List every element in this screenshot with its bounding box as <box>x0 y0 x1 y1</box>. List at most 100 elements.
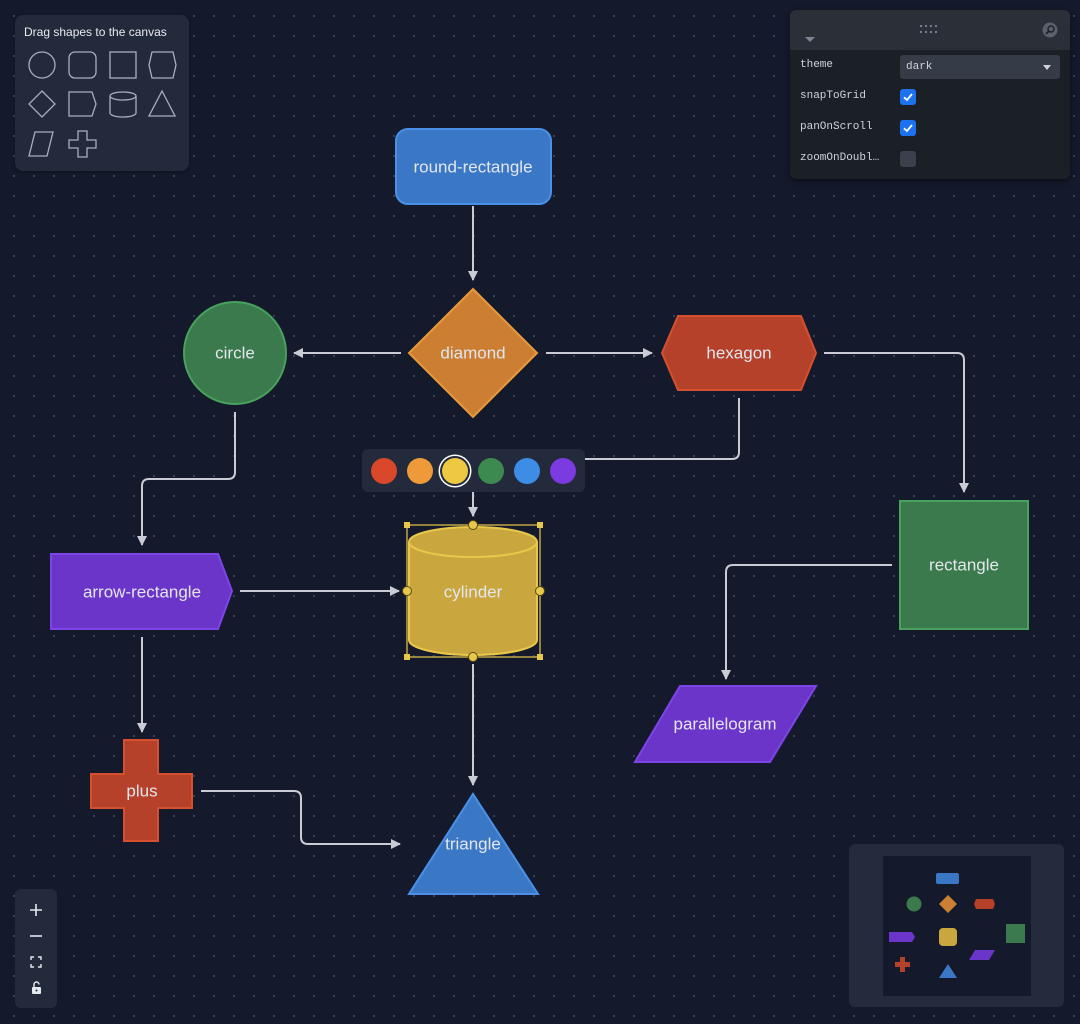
node-round-rectangle[interactable]: round-rectangle <box>395 128 552 205</box>
node-plus-shape[interactable] <box>90 739 193 842</box>
palette-diamond-icon[interactable] <box>28 90 56 118</box>
edge-rectangle-parallelogram[interactable] <box>721 564 892 680</box>
lock-button[interactable] <box>15 975 57 1001</box>
collapse-icon[interactable] <box>805 37 815 42</box>
node-triangle-label: triangle <box>445 835 501 854</box>
setting-snap-to-grid-label: snapToGrid <box>800 90 867 102</box>
connection-handle-right[interactable] <box>535 586 545 596</box>
node-cylinder-rim <box>408 541 538 558</box>
node-cylinder-shape[interactable] <box>408 526 538 656</box>
snap-to-grid-checkbox[interactable] <box>900 89 916 105</box>
palette-rectangle-icon[interactable] <box>109 51 137 79</box>
zoom-out-button[interactable] <box>15 923 57 949</box>
resize-handle-tr[interactable] <box>537 522 543 528</box>
color-swatch-green[interactable] <box>478 458 504 484</box>
minimap-node-cylinder <box>939 928 957 946</box>
zoom-on-double-click-checkbox[interactable] <box>900 151 916 167</box>
palette-cylinder-icon[interactable] <box>109 91 137 118</box>
edge-hexagon-rectangle[interactable] <box>824 352 969 493</box>
color-swatch-orange[interactable] <box>407 458 433 484</box>
color-swatch-yellow[interactable] <box>442 458 468 484</box>
settings-panel: theme dark snapToGrid panOnScroll zoomOn… <box>790 10 1070 179</box>
node-parallelogram-shape[interactable] <box>633 685 818 763</box>
minimap[interactable] <box>849 844 1064 1007</box>
fit-view-button[interactable] <box>15 949 57 975</box>
color-toolbar <box>362 449 585 492</box>
search-icon[interactable] <box>1042 22 1058 38</box>
color-swatch-red[interactable] <box>371 458 397 484</box>
minimap-node-hexagon <box>974 899 995 909</box>
node-triangle[interactable]: triangle <box>407 792 540 895</box>
node-cylinder[interactable]: cylinder <box>408 526 538 656</box>
node-arrow-rectangle-shape[interactable] <box>50 553 234 630</box>
setting-zoom-on-double-click-label: zoomOnDoubleClick <box>800 152 882 164</box>
theme-select-value: dark <box>906 61 933 73</box>
node-round-rectangle-label: round-rectangle <box>413 158 532 177</box>
shape-palette: Drag shapes to the canvas <box>15 15 189 171</box>
node-rectangle-shape[interactable] <box>899 500 1029 630</box>
palette-arrow-rectangle-icon[interactable] <box>68 91 97 117</box>
setting-pan-on-scroll-label: panOnScroll <box>800 121 873 133</box>
node-hexagon-label: hexagon <box>706 344 771 363</box>
node-circle-label: circle <box>215 344 255 363</box>
palette-round-rectangle-icon[interactable] <box>68 51 97 79</box>
node-diamond[interactable]: diamond <box>407 287 539 419</box>
check-icon <box>903 124 913 133</box>
setting-theme-label: theme <box>800 59 834 71</box>
chevron-down-icon <box>1043 65 1051 70</box>
drag-handle-icon[interactable] <box>919 24 938 34</box>
palette-hexagon-icon[interactable] <box>148 51 177 79</box>
color-swatch-blue[interactable] <box>514 458 540 484</box>
zoom-controls <box>15 889 57 1008</box>
palette-triangle-icon[interactable] <box>147 89 177 117</box>
connection-handle-left[interactable] <box>402 586 412 596</box>
connection-handle-bottom[interactable] <box>468 652 478 662</box>
node-hexagon[interactable]: hexagon <box>660 315 818 391</box>
minimap-node-circle <box>906 896 922 912</box>
node-diamond-label: diamond <box>440 344 505 363</box>
zoom-in-button[interactable] <box>15 897 57 923</box>
color-swatch-purple[interactable] <box>550 458 576 484</box>
minimap-node-triangle <box>939 964 957 978</box>
node-plus-label: plus <box>126 782 157 801</box>
node-plus[interactable]: plus <box>90 739 193 842</box>
node-arrow-rectangle[interactable]: arrow-rectangle <box>50 553 234 630</box>
theme-select[interactable]: dark <box>900 55 1060 79</box>
minimap-node-parallelogram <box>969 950 995 960</box>
palette-circle-icon[interactable] <box>28 51 56 79</box>
minimap-node-rectangle <box>1006 924 1025 943</box>
node-diamond-shape[interactable] <box>407 287 539 419</box>
fit-view-icon <box>30 956 42 968</box>
setting-zoom-on-double-click: zoomOnDoubleClick <box>790 144 1070 174</box>
setting-pan-on-scroll: panOnScroll <box>790 113 1070 143</box>
selection-box[interactable] <box>402 520 545 662</box>
edge-circle-arrowrect[interactable] <box>137 412 236 546</box>
panel-header[interactable] <box>790 10 1070 50</box>
node-round-rectangle-shape[interactable] <box>395 128 552 205</box>
node-hexagon-shape[interactable] <box>660 315 818 391</box>
minimap-node-arrow-rectangle <box>889 932 915 942</box>
pan-on-scroll-checkbox[interactable] <box>900 120 916 136</box>
resize-handle-br[interactable] <box>537 654 543 660</box>
resize-handle-tl[interactable] <box>404 522 410 528</box>
edge-plus-triangle[interactable] <box>201 790 401 849</box>
node-circle[interactable]: circle <box>183 301 287 405</box>
connection-handle-top[interactable] <box>468 520 478 530</box>
minimap-node-diamond <box>939 895 957 913</box>
node-circle-shape[interactable] <box>183 301 287 405</box>
setting-theme: theme dark <box>790 51 1070 81</box>
node-parallelogram-label: parallelogram <box>674 715 777 734</box>
palette-parallelogram-icon[interactable] <box>28 131 54 157</box>
palette-title: Drag shapes to the canvas <box>24 25 167 39</box>
node-rectangle[interactable]: rectangle <box>899 500 1029 630</box>
resize-handle-bl[interactable] <box>404 654 410 660</box>
palette-plus-icon[interactable] <box>68 130 97 158</box>
node-parallelogram[interactable]: parallelogram <box>633 685 818 763</box>
setting-snap-to-grid: snapToGrid <box>790 82 1070 112</box>
node-triangle-shape[interactable] <box>407 792 540 895</box>
node-cylinder-label: cylinder <box>444 583 503 602</box>
lock-icon <box>32 981 41 994</box>
node-rectangle-label: rectangle <box>929 556 999 575</box>
plus-icon <box>30 904 42 916</box>
